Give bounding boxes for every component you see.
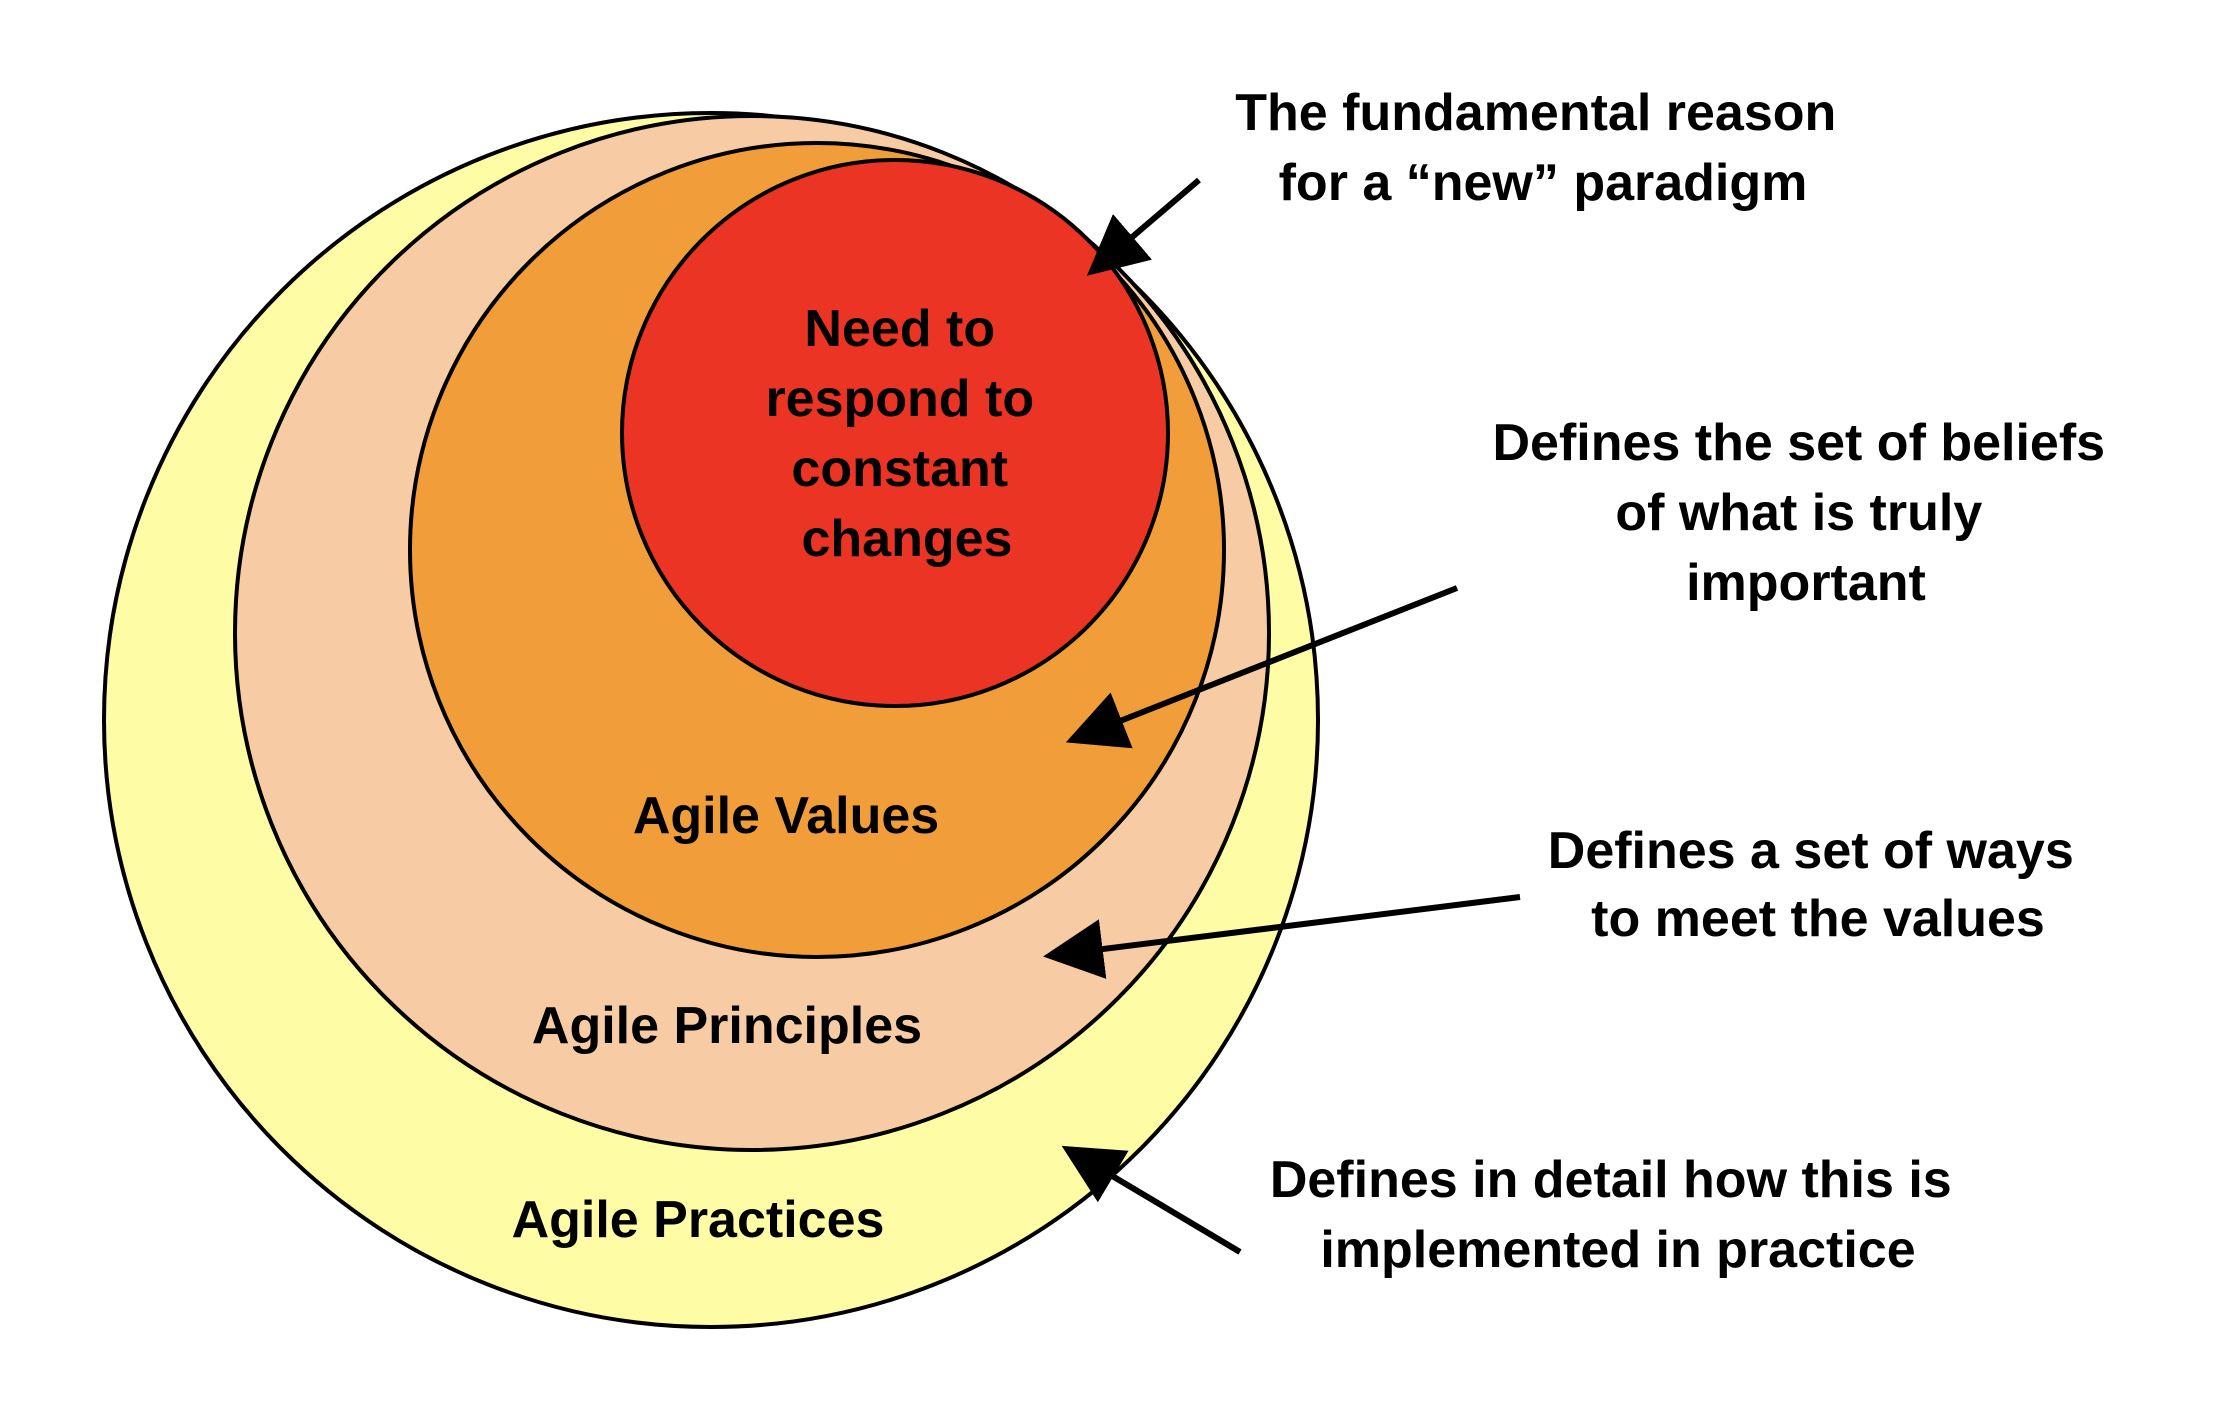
agile-values-label: Agile Values	[633, 787, 939, 845]
annotation-detail-line-1: Defines in detail how this is	[1270, 1151, 1952, 1209]
need-label-line-2: respond to	[765, 370, 1034, 428]
annotation-detail-line-2: implemented in practice	[1320, 1221, 1915, 1279]
arrow-to-values	[1065, 585, 1459, 749]
annotation-beliefs: Defines the set of beliefs of what is tr…	[1492, 414, 2119, 612]
annotation-ways-line-1: Defines a set of ways	[1548, 822, 2074, 880]
arrow-to-practices	[1061, 1145, 1242, 1255]
agile-principles-label: Agile Principles	[532, 997, 922, 1055]
annotation-ways-line-2: to meet the values	[1591, 890, 2045, 948]
annotation-reason-line-1: The fundamental reason	[1235, 84, 1836, 142]
need-label-line-3: constant	[791, 440, 1008, 498]
annotation-beliefs-line-3: important	[1686, 554, 1926, 612]
annotation-reason: The fundamental reason for a “new” parad…	[1235, 84, 1850, 212]
need-label-line-4: changes	[802, 510, 1013, 568]
annotation-beliefs-line-1: Defines the set of beliefs	[1492, 414, 2105, 472]
annotation-reason-line-2: for a “new” paradigm	[1279, 154, 1808, 212]
arrow-to-need	[1086, 177, 1201, 276]
annotation-beliefs-line-2: of what is truly	[1615, 484, 1982, 542]
need-to-respond-circle	[620, 158, 1170, 708]
annotation-ways: Defines a set of ways to meet the values	[1548, 822, 2088, 948]
need-label: Need to respond to constant changes	[765, 300, 1048, 568]
agile-practices-label: Agile Practices	[512, 1191, 885, 1249]
need-label-line-1: Need to	[804, 300, 995, 358]
annotation-detail: Defines in detail how this is implemente…	[1270, 1151, 1966, 1279]
arrow-to-principles	[1043, 894, 1521, 979]
